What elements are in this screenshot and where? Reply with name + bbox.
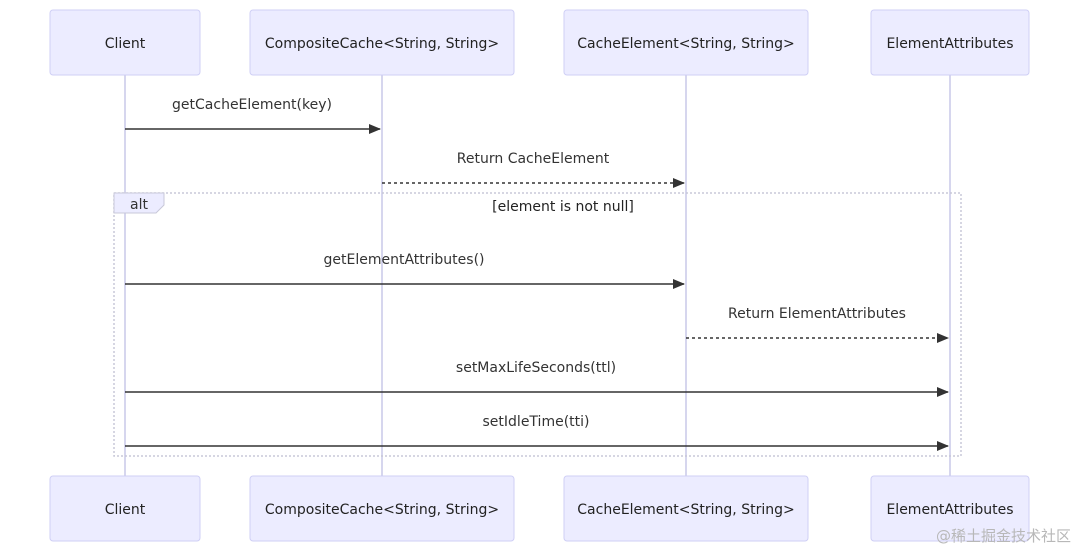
message-label: Return CacheElement	[457, 151, 610, 167]
actor-label: CompositeCache<String, String>	[265, 36, 499, 52]
actor-bottom-client: Client	[49, 475, 201, 542]
actor-label: ElementAttributes	[886, 36, 1013, 52]
actor-top-cache-element: CacheElement<String, String>	[563, 9, 809, 76]
message-label: setMaxLifeSeconds(ttl)	[456, 360, 616, 376]
message-get-cache-element: getCacheElement(key)	[125, 97, 381, 134]
message-set-max-life-seconds: setMaxLifeSeconds(ttl)	[125, 360, 949, 397]
message-label: getCacheElement(key)	[172, 97, 332, 113]
actor-label: CacheElement<String, String>	[577, 502, 794, 518]
message-return-cache-element: Return CacheElement	[382, 151, 685, 188]
actor-bottom-composite-cache: CompositeCache<String, String>	[249, 475, 515, 542]
alt-frame-border	[113, 192, 962, 457]
alt-fragment: alt [element is not null]	[113, 192, 962, 457]
actor-label: CompositeCache<String, String>	[265, 502, 499, 518]
alt-condition: [element is not null]	[492, 199, 634, 215]
actor-top-client: Client	[49, 9, 201, 76]
watermark: @稀土掘金技术社区	[935, 527, 1071, 545]
actor-top-composite-cache: CompositeCache<String, String>	[249, 9, 515, 76]
actor-label: CacheElement<String, String>	[577, 36, 794, 52]
alt-tab	[113, 192, 165, 214]
message-label: getElementAttributes()	[324, 252, 485, 268]
actor-bottom-cache-element: CacheElement<String, String>	[563, 475, 809, 542]
alt-label: alt	[130, 197, 148, 213]
message-get-element-attributes: getElementAttributes()	[125, 252, 685, 289]
actor-label: Client	[105, 502, 146, 518]
actor-top-element-attributes: ElementAttributes	[870, 9, 1030, 76]
actor-label: ElementAttributes	[886, 502, 1013, 518]
message-label: Return ElementAttributes	[728, 306, 906, 322]
message-label: setIdleTime(tti)	[483, 414, 590, 430]
actor-bottom-element-attributes: ElementAttributes	[870, 475, 1030, 542]
message-return-element-attributes: Return ElementAttributes	[686, 306, 949, 343]
actor-label: Client	[105, 36, 146, 52]
message-set-idle-time: setIdleTime(tti)	[125, 414, 949, 451]
